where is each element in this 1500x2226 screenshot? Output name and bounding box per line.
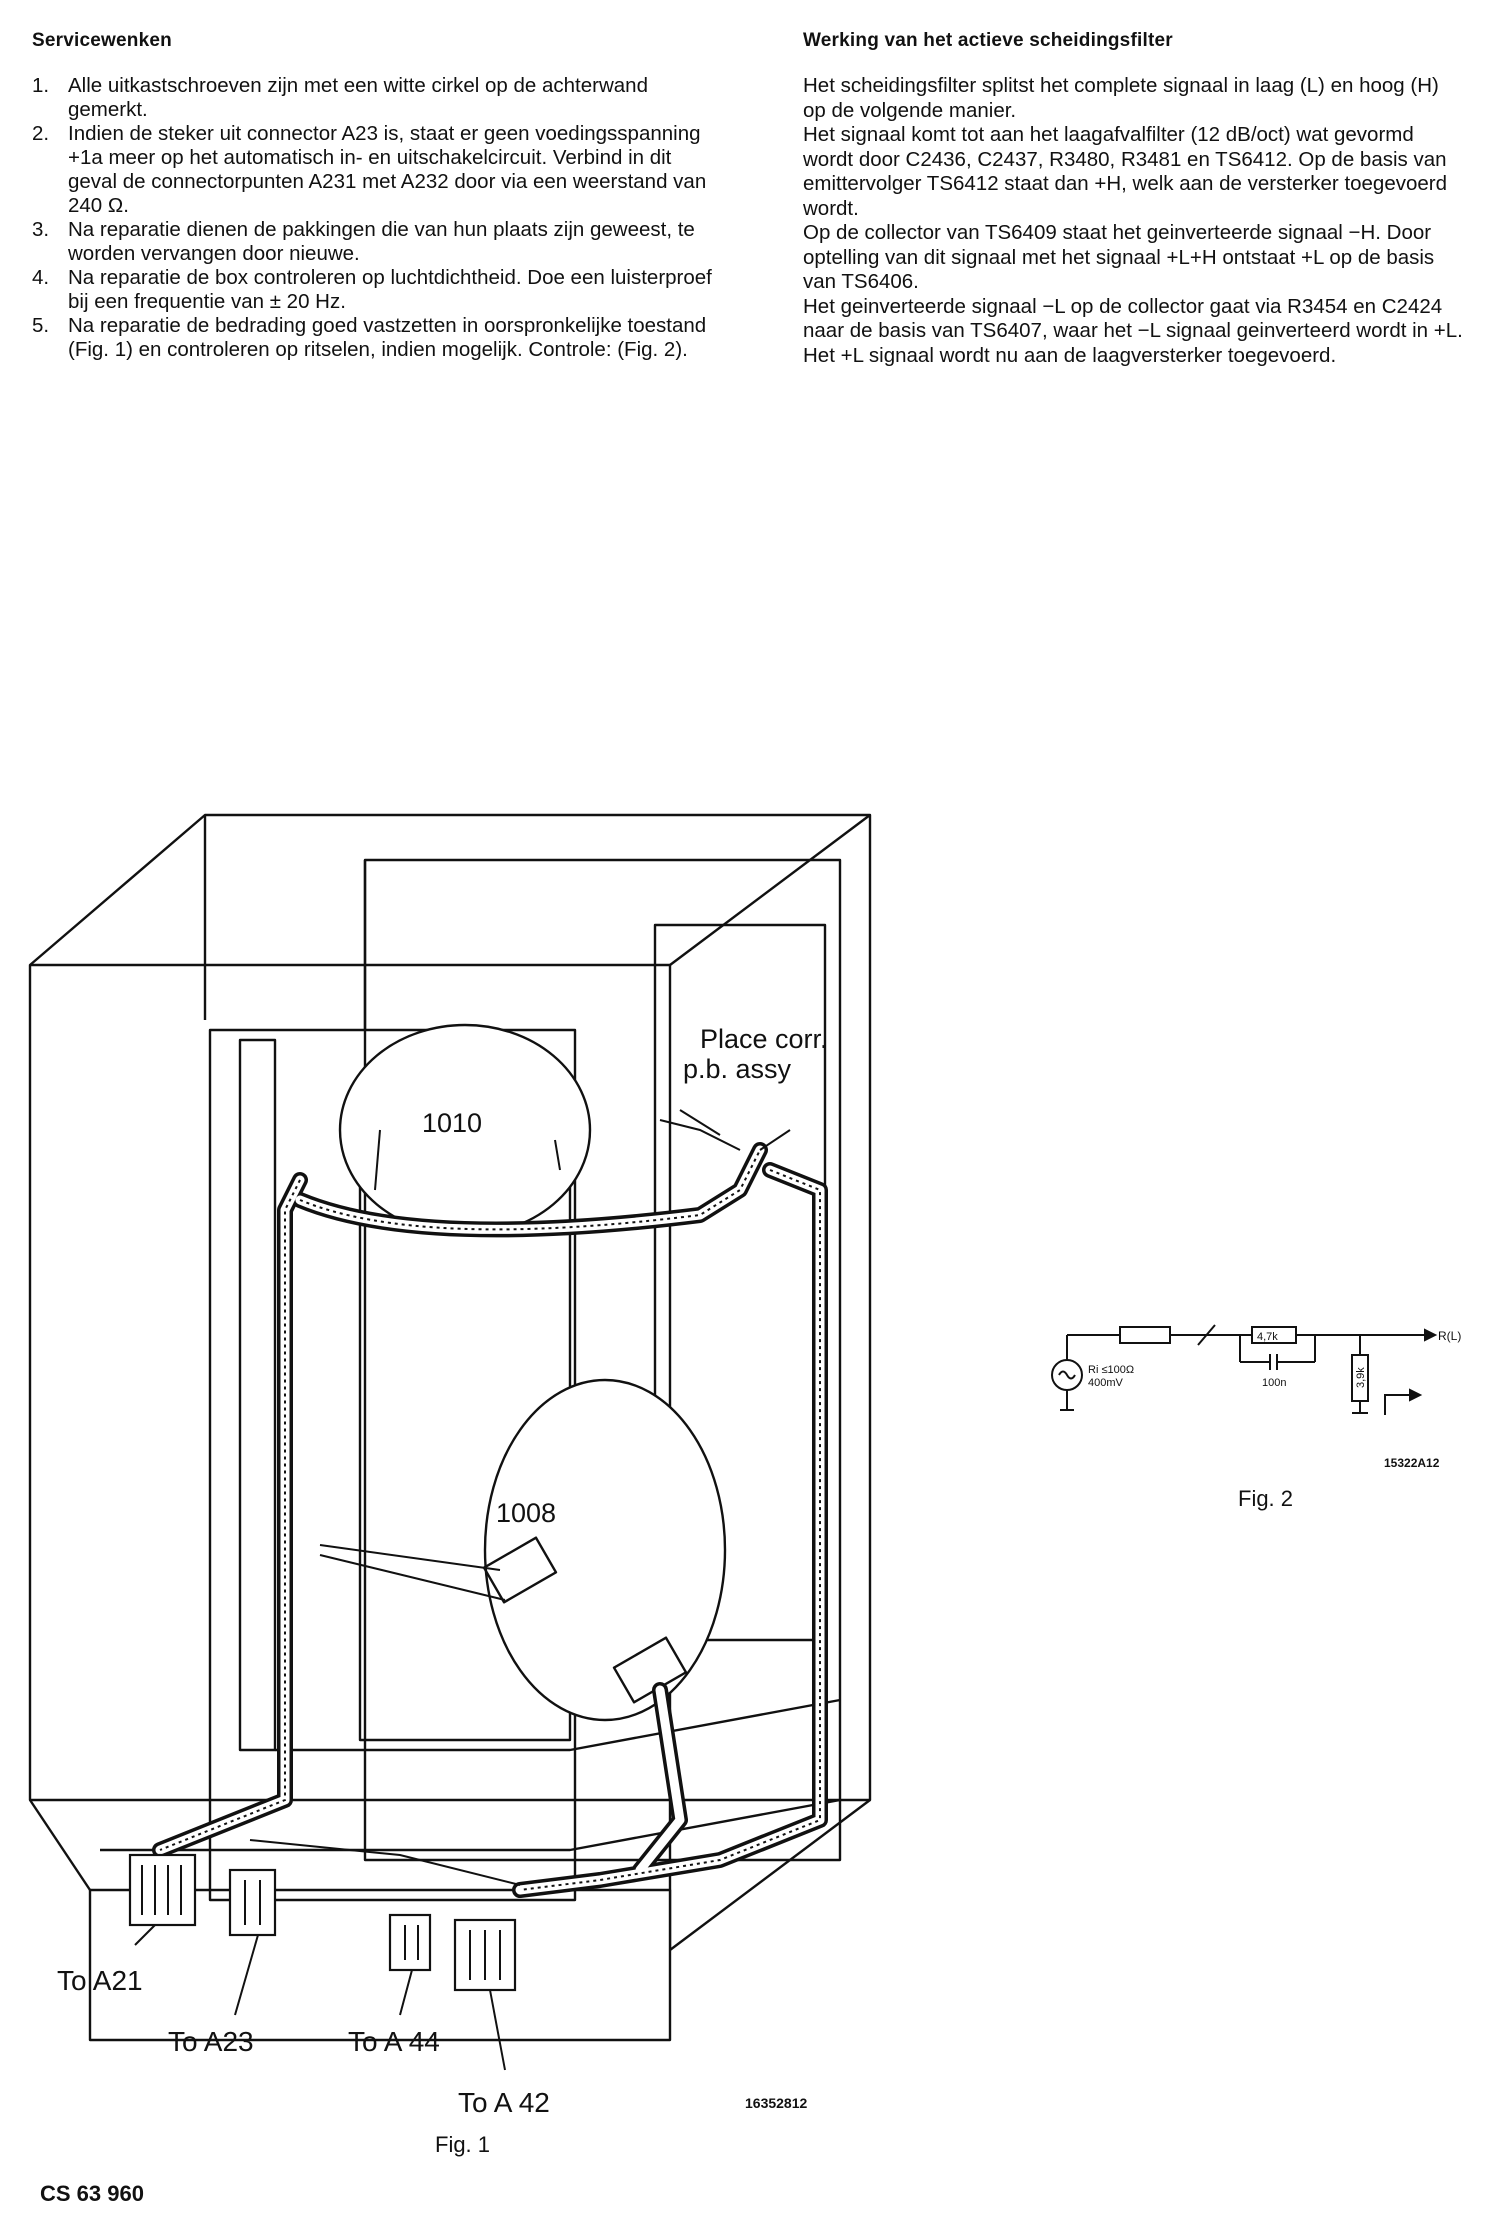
step-number: 4. [32,266,50,289]
connector-a23 [228,1868,277,1937]
mv-label: 400mV [1088,1377,1124,1389]
output-label: R(L) [1438,1329,1461,1343]
r39k-label: 3,9k [1355,1367,1367,1388]
speaker-1008 [483,1378,727,1722]
c100n-label: 100n [1262,1377,1286,1389]
step-text: Alle uitkastschroeven zijn met een witte… [68,74,648,121]
ri-label: Ri ≤100Ω [1088,1364,1134,1376]
step-text: Na reparatie dienen de pakkingen die van… [68,218,695,265]
to-a42-label: To A 42 [458,2087,550,2118]
step-number: 2. [32,122,50,145]
fig2-test-circuit: 4,7k 100n 3,9k Ri ≤100Ω 400mV R(L) [1051,1324,1461,1415]
step-text: Na reparatie de box controleren op lucht… [68,266,712,313]
list-item: 4. Na reparatie de box controleren op luc… [32,266,722,314]
step-number: 1. [32,74,50,97]
document-code-footer: CS 63 960 [40,2181,144,2206]
filter-heading: Werking van het actieve scheidingsfilter [803,30,1173,51]
servicewenken-heading: Servicewenken [32,30,172,51]
step-number: 3. [32,218,50,241]
step-number: 5. [32,314,50,337]
fig2-code: 15322A12 [1384,1456,1440,1470]
fig1-wiring-diagram: Place corr. p.b. assy 1010 1008 To A21 T… [28,813,872,2118]
place-corr-label: Place corr. [700,1024,828,1054]
cabinet-front [28,813,872,1802]
fig1-code: 16352812 [745,2095,808,2111]
filter-paragraph-3: Op de collector van TS6409 staat het gei… [803,221,1435,293]
list-item: 3. Na reparatie dienen de pakkingen die v… [32,218,722,266]
fig2-caption: Fig. 2 [1238,1486,1294,1511]
step-text: Na reparatie de bedrading goed vastzette… [68,314,707,361]
list-item: 1. Alle uitkastschroeven zijn met een wit… [32,74,722,122]
connector-a44 [388,1913,432,1972]
to-a21-label: To A21 [57,1965,143,1996]
speaker-1008-label: 1008 [496,1498,556,1528]
fig1-caption: Fig. 1 [435,2132,491,2157]
filter-paragraph-2: Het signaal komt tot aan het laagafvalfi… [803,123,1448,220]
list-item: 2. Indien de steker uit connector A23 is,… [32,122,722,218]
list-item: 5. Na reparatie de bedrading goed vastzet… [32,314,722,362]
to-a44-label: To A 44 [348,2026,440,2057]
speaker-1010-label: 1010 [422,1108,482,1138]
filter-paragraph-1: Het scheidingsfilter splitst het complet… [803,74,1439,122]
connector-a21 [128,1853,197,1927]
service-steps-list: 1. Alle uitkastschroeven zijn met een wit… [32,74,722,362]
filter-paragraph-4: Het geinverteerde signaal −L op de colle… [803,294,1463,367]
filter-section: Werking van het actieve scheidingsfilter… [803,30,1463,368]
r47k-label: 4,7k [1257,1331,1278,1343]
pb-assy-label: p.b. assy [683,1054,792,1084]
servicewenken-section: Servicewenken 1. Alle uitkastschroeven zi… [32,30,722,362]
to-a23-label: To A23 [168,2026,254,2057]
step-text: Indien de steker uit connector A23 is, s… [68,122,707,217]
